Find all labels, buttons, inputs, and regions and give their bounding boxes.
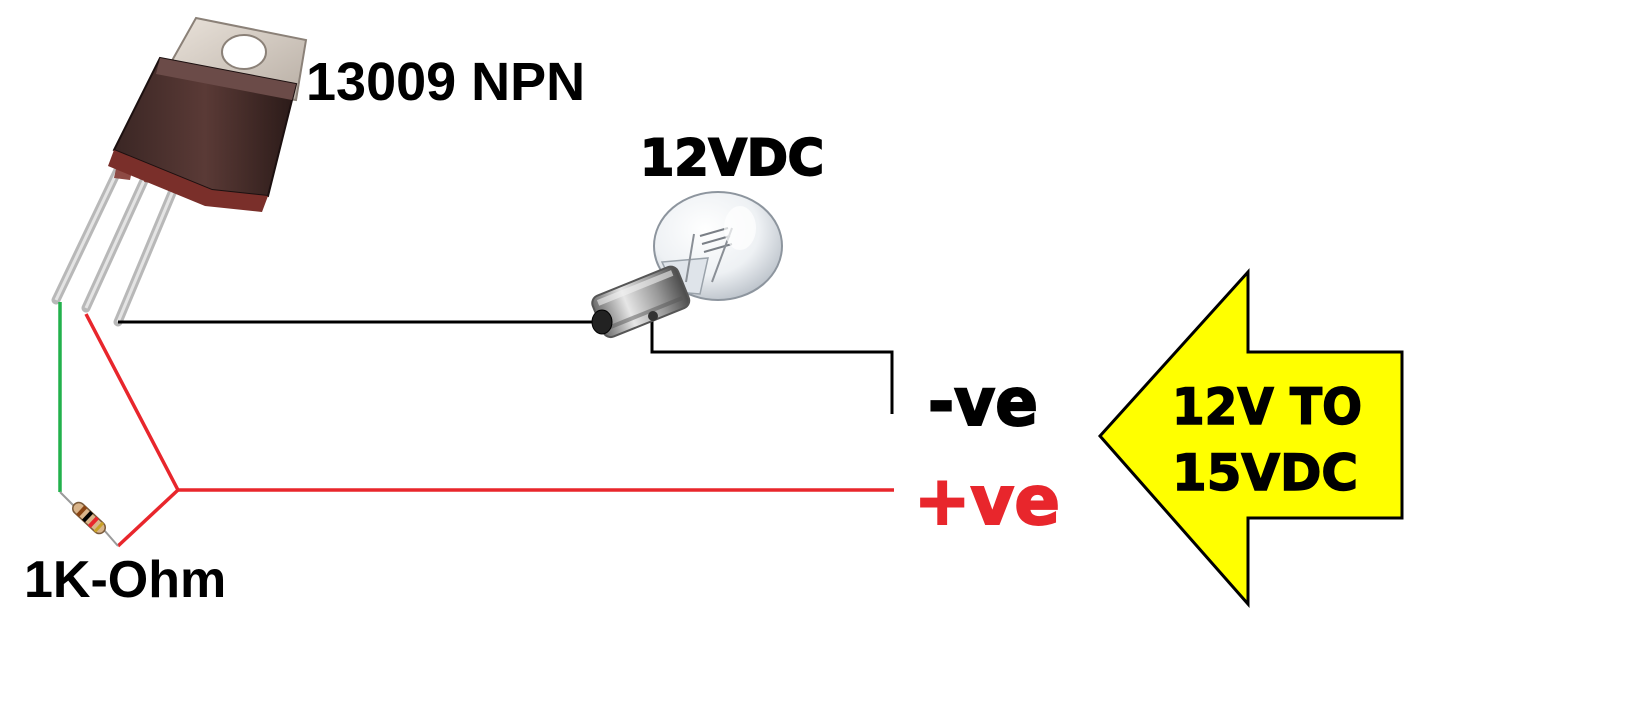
arrow-label-line1: 12V TO <box>1172 378 1362 436</box>
resistor-label: 1K-Ohm <box>24 551 226 609</box>
positive-wire <box>84 313 894 492</box>
negative-wire <box>650 316 894 414</box>
resistor-icon <box>59 491 119 547</box>
transistor-icon <box>51 16 308 327</box>
transistor-label: 13009 NPN <box>306 52 585 112</box>
supply-arrow <box>1097 268 1404 608</box>
negative-terminal-label: -ve <box>928 364 1038 441</box>
bulb-label: 12VDC <box>640 129 824 187</box>
positive-terminal-label: +ve <box>914 462 1060 541</box>
arrow-label-line2: 15VDC <box>1172 444 1358 502</box>
resistor-feed-wire <box>116 488 180 548</box>
light-bulb-icon <box>591 191 783 339</box>
